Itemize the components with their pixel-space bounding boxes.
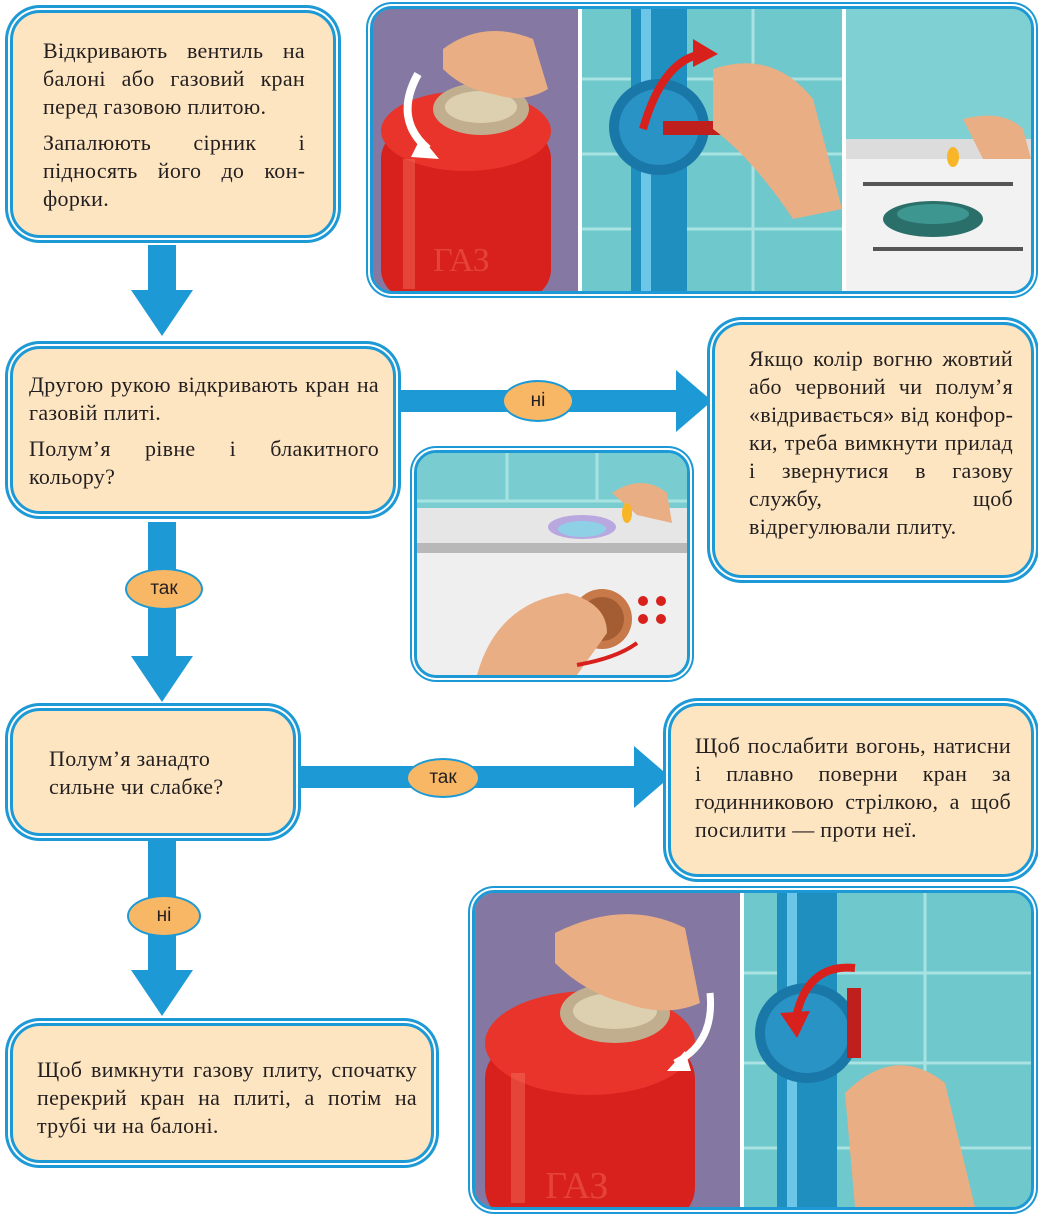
gas-cylinder-2: ГАЗ <box>485 983 695 1207</box>
illustration-close-gas: ГАЗ <box>472 890 1034 1210</box>
adjust-text: Щоб послабити вогонь, натисни і плавно п… <box>695 733 1011 842</box>
strength-question-box: Полум’я занадто сильне чи слабке? <box>10 708 296 836</box>
cylinder-label-2: ГАЗ <box>545 1165 608 1207</box>
label-no-1: ні <box>502 380 574 422</box>
label-yes-1: так <box>125 568 203 610</box>
arrowhead-down-1 <box>131 290 193 336</box>
arrowhead-down-2 <box>131 656 193 702</box>
illustration-open-gas: ГАЗ <box>370 6 1034 294</box>
adjust-box: Щоб послабити вогонь, натисни і плавно п… <box>668 703 1034 877</box>
arrow-down-1 <box>148 245 176 295</box>
label-yes-2: так <box>406 758 480 798</box>
step-open-valve-box: Відкривають вентиль на балоні або газови… <box>10 10 336 238</box>
turn-off-box: Щоб вимкнути газову плиту, спо­чатку пер… <box>10 1023 434 1163</box>
bad-flame-text: Якщо колір вогню жовтий або червоний чи … <box>749 346 1013 539</box>
illustration-light-burner <box>414 450 690 678</box>
step-open-valve-text-2: Запалюють сірник і підносять його до кон… <box>43 130 305 211</box>
label-no-2: ні <box>127 895 201 937</box>
arrowhead-right-2 <box>634 746 670 808</box>
turn-off-text: Щоб вимкнути газову плиту, спо­чатку пер… <box>37 1057 417 1138</box>
step-open-stove-text-1: Другою рукою відкривають кран на газовій… <box>29 372 379 425</box>
cylinder-label: ГАЗ <box>433 242 490 279</box>
step-open-valve-text-1: Відкривають вентиль на балоні або газови… <box>43 38 305 119</box>
arrowhead-right-1 <box>676 370 712 432</box>
strength-question-text: Полум’я занадто сильне чи слабке? <box>49 746 224 799</box>
arrowhead-down-3 <box>131 970 193 1016</box>
step-open-stove-text-2: Полум’я рівне і блакитного кольору? <box>29 436 379 489</box>
step-open-stove-box: Другою рукою відкривають кран на газовій… <box>10 346 396 514</box>
bad-flame-box: Якщо колір вогню жовтий або червоний чи … <box>712 322 1034 578</box>
